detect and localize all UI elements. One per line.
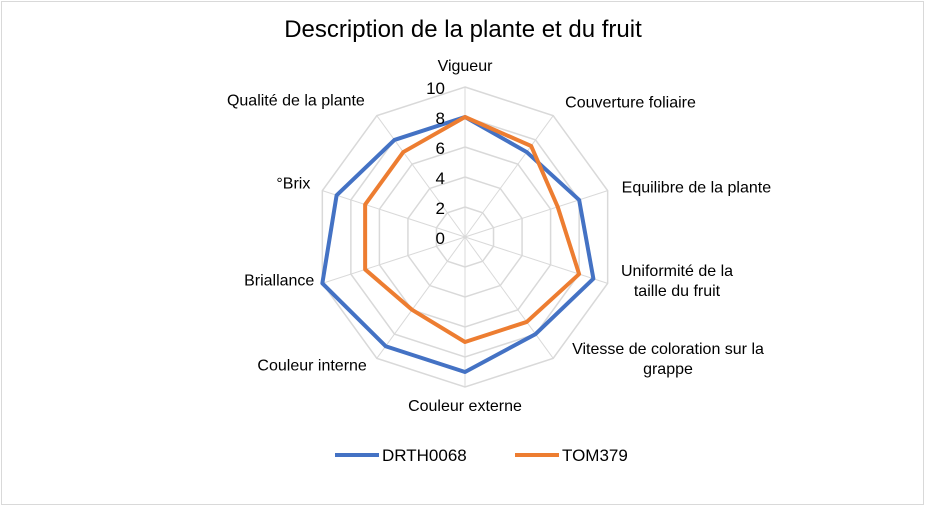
axis-spoke bbox=[464, 236, 608, 284]
legend-item-drth0068[interactable]: DRTH0068 bbox=[335, 446, 467, 465]
category-label: °Brix bbox=[276, 176, 310, 193]
category-label: Couleur externe bbox=[408, 398, 522, 415]
tick-label: 2 bbox=[436, 199, 445, 218]
axis-spoke bbox=[464, 236, 554, 359]
axis-spoke bbox=[322, 236, 466, 284]
axis-spoke bbox=[464, 115, 554, 238]
tick-label: 6 bbox=[436, 139, 445, 158]
category-label: Couverture foliaire bbox=[565, 95, 696, 112]
series-line-tom379 bbox=[363, 115, 582, 344]
category-label: Qualité de la plante bbox=[227, 93, 365, 110]
axis-spoke bbox=[376, 236, 466, 359]
series-line-drth0068 bbox=[320, 115, 596, 374]
legend-label: TOM379 bbox=[562, 446, 628, 465]
legend-label: DRTH0068 bbox=[382, 446, 467, 465]
category-label: Briallance bbox=[244, 272, 314, 289]
tick-label: 8 bbox=[436, 109, 445, 128]
axis-spoke bbox=[376, 115, 466, 238]
category-label: Equilibre de la plante bbox=[622, 180, 772, 197]
legend-item-tom379[interactable]: TOM379 bbox=[515, 446, 628, 465]
tick-label: 4 bbox=[436, 169, 445, 188]
category-label: Vigueur bbox=[438, 58, 494, 75]
chart-title: Description de la plante et du fruit bbox=[284, 16, 642, 43]
tick-label: 10 bbox=[426, 79, 445, 98]
category-label: Couleur interne bbox=[257, 357, 367, 374]
axis-spoke bbox=[322, 190, 466, 238]
axis-spoke bbox=[464, 190, 608, 238]
tick-label: 0 bbox=[436, 229, 445, 248]
